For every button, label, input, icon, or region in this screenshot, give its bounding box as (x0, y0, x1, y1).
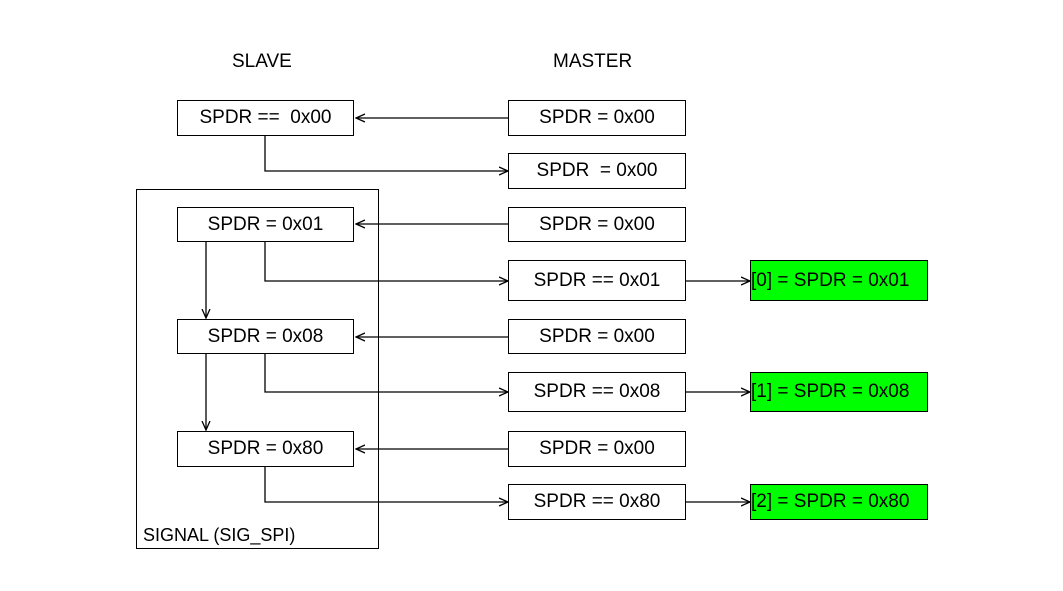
master-box-7: SPDR == 0x80 (508, 484, 686, 520)
master-box-6: SPDR = 0x00 (508, 431, 686, 467)
master-box-3: SPDR == 0x01 (508, 260, 686, 301)
result-box-1: [1] = SPDR = 0x08 (750, 372, 928, 412)
master-header: MASTER (553, 51, 633, 72)
master-box-5: SPDR == 0x08 (508, 372, 686, 412)
slave-box-2: SPDR = 0x08 (177, 319, 354, 354)
arrow-s2-to-m5 (264, 354, 508, 392)
result-box-2: [2] = SPDR = 0x80 (750, 484, 928, 520)
master-box-2: SPDR = 0x00 (508, 207, 686, 242)
slave-box-1: SPDR = 0x01 (177, 207, 354, 242)
slave-box-3: SPDR = 0x80 (177, 431, 354, 467)
signal-group (136, 189, 379, 549)
arrow-s1-to-m3 (264, 242, 508, 281)
arrow-s0-to-m1 (264, 136, 508, 171)
signal-group-label: SIGNAL (SIG_SPI) (143, 525, 296, 545)
slave-header: SLAVE (232, 51, 292, 72)
master-box-4: SPDR = 0x00 (508, 319, 686, 354)
arrow-s3-to-m7 (264, 467, 508, 502)
master-box-1: SPDR = 0x00 (508, 153, 686, 189)
master-box-0: SPDR = 0x00 (508, 100, 686, 136)
result-box-0: [0] = SPDR = 0x01 (750, 260, 928, 301)
slave-box-0: SPDR == 0x00 (177, 100, 354, 136)
